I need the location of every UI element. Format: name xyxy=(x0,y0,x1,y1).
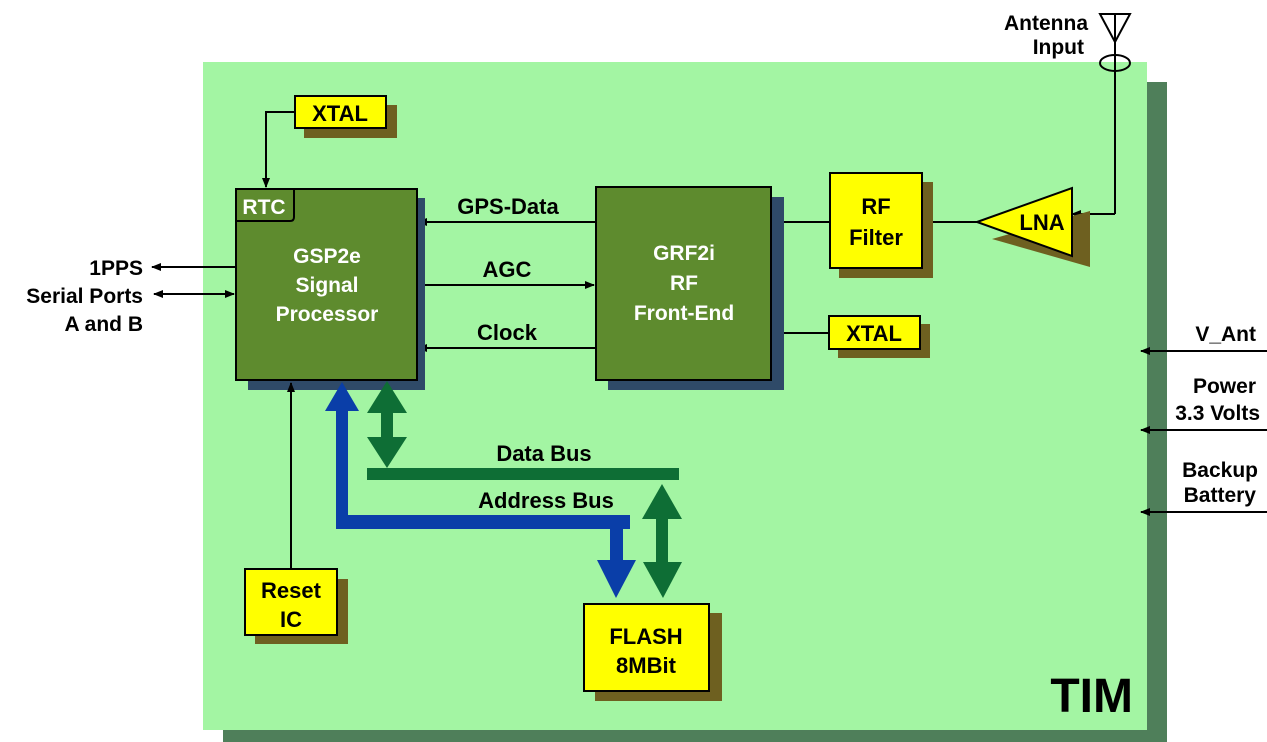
rf-filter-label-1: RF xyxy=(861,194,890,219)
rf-filter-label-2: Filter xyxy=(849,225,903,250)
pps-label: 1PPS xyxy=(89,257,143,280)
rf-filter-block xyxy=(829,172,923,269)
frontend-label-3: Front-End xyxy=(634,302,734,325)
xtal-right-label: XTAL xyxy=(846,321,902,346)
frontend-label-1: GRF2i xyxy=(653,242,715,265)
data-bus-label: Data Bus xyxy=(496,441,591,466)
reset-label-2: IC xyxy=(280,607,302,632)
frontend-block xyxy=(595,186,772,381)
backup-label-2: Battery xyxy=(1184,484,1257,507)
antenna-label-1: Antenna xyxy=(1004,12,1088,35)
lna-amplifier xyxy=(974,186,1090,267)
clock-label: Clock xyxy=(477,320,538,345)
xtal-top-block xyxy=(294,95,387,129)
flash-label-1: FLASH xyxy=(609,624,682,649)
power-label-2: 3.3 Volts xyxy=(1175,402,1260,425)
serial-label-2: A and B xyxy=(64,313,143,336)
address-bus xyxy=(325,382,636,598)
xtal-top-label: XTAL xyxy=(312,101,368,126)
serial-label-1: Serial Ports xyxy=(26,285,143,308)
antenna-label-2: Input xyxy=(1033,36,1084,59)
backup-label-1: Backup xyxy=(1182,459,1258,482)
rtc-label: RTC xyxy=(242,196,285,219)
antenna-icon xyxy=(1098,13,1132,214)
lna-label: LNA xyxy=(1019,210,1064,235)
rtc-box xyxy=(235,188,295,222)
agc-label: AGC xyxy=(483,257,532,282)
xtal-to-rtc-line xyxy=(262,111,295,188)
processor-label-1: GSP2e xyxy=(293,245,361,268)
power-label-1: Power xyxy=(1193,375,1256,398)
data-bus xyxy=(367,381,682,598)
reset-label-1: Reset xyxy=(261,578,322,603)
reset-block xyxy=(244,568,338,636)
processor-label-3: Processor xyxy=(276,303,379,326)
flash-block xyxy=(583,603,710,692)
frontend-label-2: RF xyxy=(670,272,698,295)
v-ant-label: V_Ant xyxy=(1195,323,1256,346)
gps-data-label: GPS-Data xyxy=(457,194,559,219)
address-bus-label: Address Bus xyxy=(478,488,614,513)
processor-label-2: Signal xyxy=(295,274,358,297)
board-label: TIM xyxy=(1050,670,1133,723)
flash-label-2: 8MBit xyxy=(616,653,677,678)
